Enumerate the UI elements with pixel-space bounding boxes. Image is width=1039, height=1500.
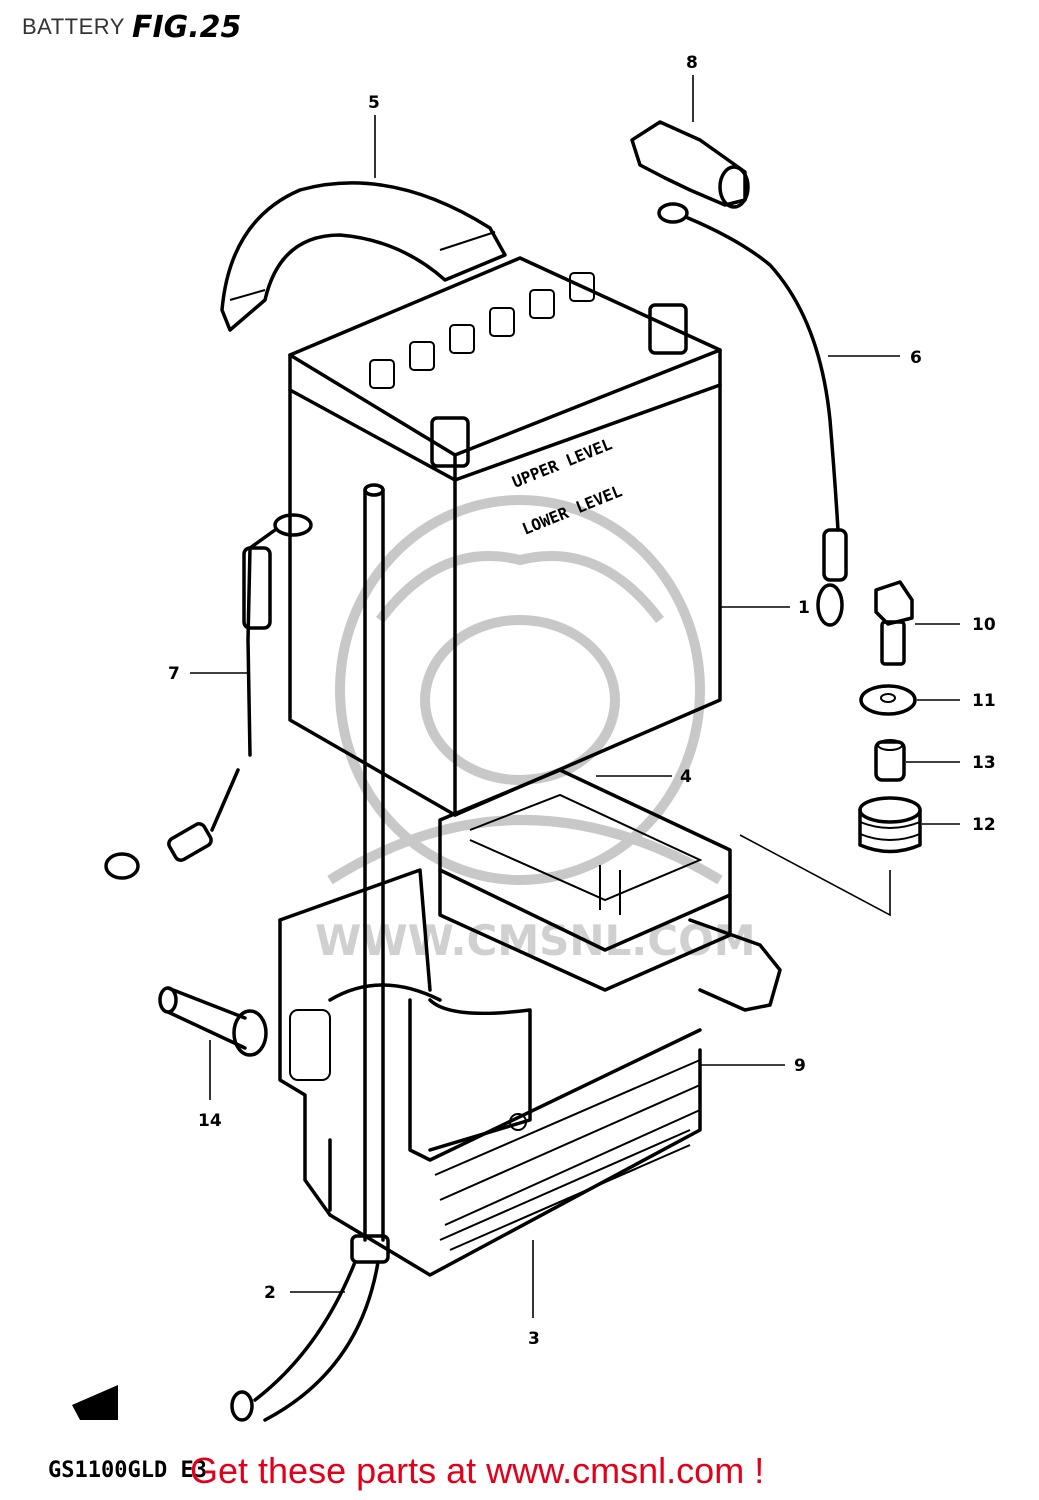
part-13-spacer[interactable] bbox=[874, 739, 906, 782]
callout-10: 10 bbox=[972, 615, 996, 635]
callout-3: 3 bbox=[528, 1329, 540, 1349]
callout-9: 9 bbox=[794, 1056, 806, 1076]
callout-2: 2 bbox=[264, 1283, 276, 1303]
callout-1: 1 bbox=[798, 598, 810, 618]
front-arrow-icon bbox=[72, 1385, 118, 1420]
callout-7: 7 bbox=[168, 664, 180, 684]
part-3-cushion[interactable] bbox=[439, 1129, 691, 1251]
callout-5: 5 bbox=[368, 93, 380, 113]
callout-numbers: 1 2 3 4 5 6 7 8 9 10 11 13 12 14 bbox=[168, 53, 996, 1349]
part-8-terminal-cover[interactable] bbox=[630, 120, 750, 209]
callout-6: 6 bbox=[910, 348, 922, 368]
watermark-logo: WWW.CMSNL.COM bbox=[315, 495, 756, 965]
callout-8: 8 bbox=[686, 53, 698, 73]
part-1-battery[interactable]: UPPER LEVEL LOWER LEVEL bbox=[288, 256, 722, 817]
part-6-positive-lead[interactable] bbox=[657, 202, 848, 627]
battery-vent-caps bbox=[369, 272, 595, 389]
callout-14: 14 bbox=[198, 1111, 222, 1131]
part-5-battery-strap[interactable] bbox=[220, 181, 507, 332]
callout-11: 11 bbox=[972, 691, 996, 711]
negative-terminal bbox=[430, 416, 470, 468]
part-10-bolt[interactable] bbox=[874, 580, 914, 666]
positive-terminal bbox=[648, 303, 688, 355]
figure-number: FIG.25 bbox=[132, 10, 242, 45]
part-14-plug[interactable] bbox=[158, 986, 268, 1057]
promo-link[interactable]: Get these parts at www.cmsnl.com ! bbox=[190, 1450, 765, 1491]
callout-4: 4 bbox=[680, 767, 692, 787]
part-2-breather-hose[interactable] bbox=[230, 483, 390, 1422]
part-9-battery-holder[interactable] bbox=[278, 868, 782, 1277]
model-code: GS1100GLD E3 bbox=[48, 1458, 207, 1483]
leader-lines bbox=[190, 75, 960, 1318]
section-title: BATTERY bbox=[22, 14, 125, 39]
part-7-negative-lead[interactable] bbox=[104, 513, 313, 880]
part-4-battery-tray[interactable] bbox=[438, 768, 732, 992]
callout-12: 12 bbox=[972, 815, 996, 835]
callout-13: 13 bbox=[972, 753, 996, 773]
part-12-grommet[interactable] bbox=[858, 796, 922, 854]
part-11-washer[interactable] bbox=[859, 684, 917, 716]
